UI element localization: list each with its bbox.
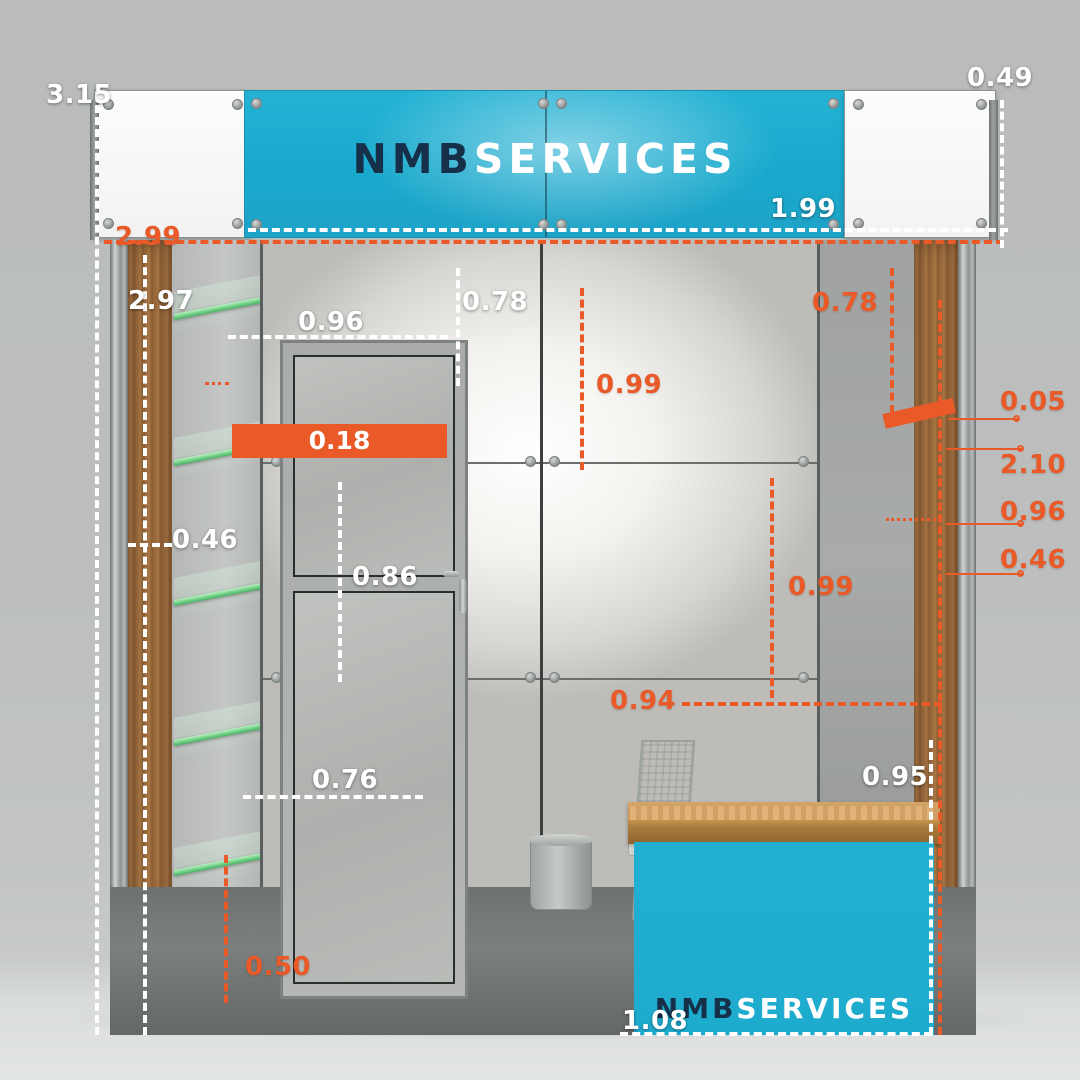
counter-logo-services: SERVICES	[736, 992, 914, 1025]
dimension-line-door-pane-lower	[243, 795, 423, 799]
banner-logo-services: SERVICES	[473, 135, 738, 183]
dimension-label-0-46-left: 0.46	[172, 525, 239, 555]
dimension-line-back-left-offset	[456, 268, 460, 386]
dimension-label-0-46-right: 0.46	[1000, 545, 1067, 575]
door-handle[interactable]	[459, 579, 467, 613]
dimension-label-0-76: 0.76	[312, 765, 379, 795]
dimension-line-header-base	[104, 240, 1004, 244]
header-banner-teal: NMBSERVICES	[244, 90, 846, 238]
dimension-label-3-15: 3.15	[46, 80, 113, 110]
screw-icon	[525, 456, 536, 467]
counter-logo-nmb: NMB	[654, 992, 737, 1025]
screw-icon	[976, 99, 987, 110]
counter-worktop-edge	[630, 806, 938, 820]
leader-line-0-46-right	[946, 573, 1022, 575]
dimension-label-0-94: 0.94	[610, 686, 677, 716]
screw-icon	[853, 99, 864, 110]
waste-bin	[530, 838, 592, 910]
reception-counter: NMBSERVICES	[628, 802, 940, 1035]
screw-icon	[232, 99, 243, 110]
screw-icon	[251, 98, 262, 109]
banner-seam	[545, 91, 547, 237]
dimension-line-overall-height	[95, 105, 99, 1035]
dimension-line-back-panel-upper	[580, 288, 584, 470]
screw-icon	[525, 672, 536, 683]
counter-logo: NMBSERVICES	[634, 992, 934, 1025]
dimension-label-0-96-right: 0.96	[1000, 497, 1067, 527]
dimension-connector-dotted-right	[886, 518, 942, 521]
dimension-label-0-78-white: 0.78	[462, 287, 529, 317]
dimension-line-back-right-offset	[890, 268, 894, 413]
dimension-label-0-86: 0.86	[352, 562, 419, 592]
dimension-label-2-97: 2.97	[128, 286, 195, 316]
counter-front-panel-teal: NMBSERVICES	[634, 842, 934, 1035]
dimension-line-left-interior-height	[143, 255, 147, 1035]
door-pane-lower	[293, 591, 455, 984]
leader-endpoint-2-10	[1017, 445, 1024, 452]
screw-icon	[538, 98, 549, 109]
dimension-label-1-08: 1.08	[622, 1006, 689, 1036]
dimension-label-0-95: 0.95	[862, 762, 929, 792]
dimension-line-back-panel-lower	[770, 478, 774, 698]
banner-logo: NMBSERVICES	[245, 135, 845, 183]
leader-endpoint-0-46	[1017, 570, 1024, 577]
counter-worktop-wood	[628, 802, 940, 844]
door-latch[interactable]	[443, 571, 459, 577]
leader-line-2-10	[946, 448, 1022, 450]
dimension-label-2-10: 2.10	[1000, 450, 1067, 480]
exhibition-booth: NMBSERVICES	[88, 90, 1000, 1035]
screw-icon	[549, 456, 560, 467]
dimension-label-2-99: 2.99	[115, 222, 182, 252]
back-wall-seam-vertical	[540, 240, 543, 900]
header-panel-left-white	[94, 90, 252, 238]
header-panel-right-white	[844, 90, 996, 238]
dimension-line-counter-width	[620, 1032, 932, 1036]
dimension-label-0-99-upper: 0.99	[596, 370, 663, 400]
frame-post-left	[90, 100, 99, 240]
dimension-stub-orange-left	[205, 382, 229, 385]
leader-endpoint-0-96	[1017, 520, 1024, 527]
leader-line-0-05	[948, 418, 1018, 420]
dimension-line-right-panel-width	[1000, 100, 1004, 248]
screw-icon	[549, 672, 560, 683]
screw-icon	[232, 218, 243, 229]
dimension-label-0-96-top: 0.96	[298, 307, 365, 337]
dimension-chip-0-18: 0.18	[232, 424, 447, 458]
dimension-label-1-99: 1.99	[770, 194, 837, 224]
screw-icon	[798, 672, 809, 683]
waste-bin-rim	[528, 834, 594, 846]
dimension-label-0-49: 0.49	[967, 63, 1034, 93]
dimension-line-door-pane-upper	[338, 482, 342, 682]
leader-endpoint-0-05	[1013, 415, 1020, 422]
dimension-line-left-gap	[128, 543, 172, 547]
dimension-label-0-78-orange: 0.78	[812, 288, 879, 318]
dimension-label-0-50: 0.50	[245, 952, 312, 982]
booth-interior: NMBSERVICES	[110, 240, 976, 1035]
metal-column-outer-right	[958, 240, 976, 1035]
dimension-label-0-18: 0.18	[308, 426, 371, 455]
banner-logo-nmb: NMB	[352, 135, 474, 183]
dimension-line-banner-width	[248, 228, 1008, 232]
screw-icon	[556, 98, 567, 109]
dimension-line-right-edge-vertical	[938, 300, 942, 1035]
dimension-label-0-99-lower: 0.99	[788, 572, 855, 602]
dimension-line-counter-setback	[682, 702, 942, 706]
metal-column-outer-left	[110, 240, 128, 1035]
dimension-line-shelf-top-width	[228, 335, 448, 339]
frame-post-right	[989, 100, 998, 240]
door-pane-upper	[293, 355, 455, 577]
screw-icon	[103, 218, 114, 229]
screw-icon	[103, 99, 114, 110]
dimension-line-counter-height	[929, 740, 933, 1035]
dimension-label-0-05: 0.05	[1000, 387, 1067, 417]
screw-icon	[828, 98, 839, 109]
leader-line-0-96-right	[946, 523, 1022, 525]
screw-icon	[798, 456, 809, 467]
dimension-line-plinth-height	[224, 855, 228, 1003]
